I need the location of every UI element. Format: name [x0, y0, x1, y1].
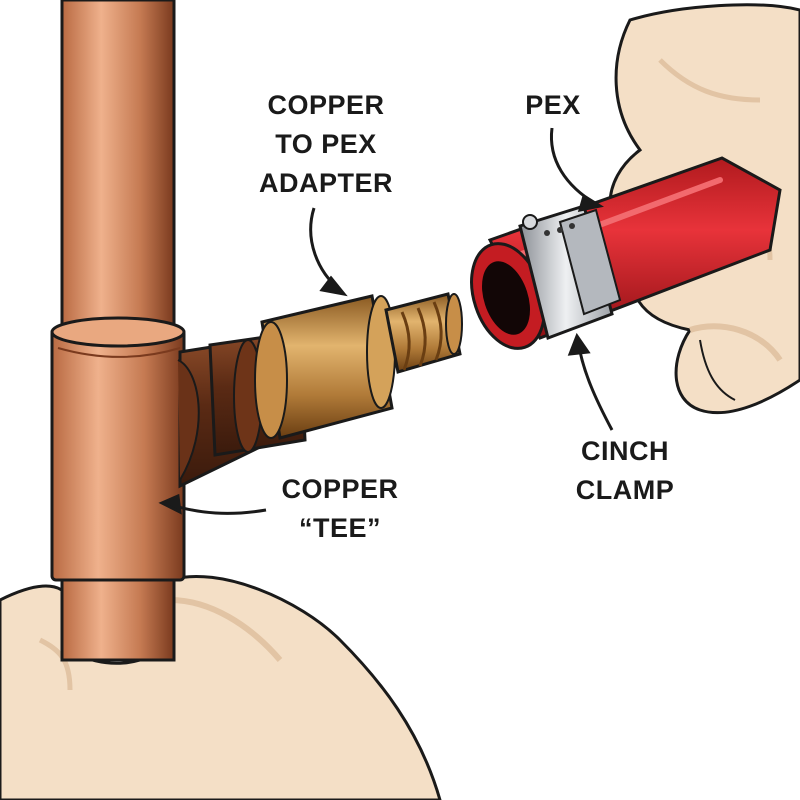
copper-tee-label: COPPER “TEE”	[270, 470, 410, 548]
pex-arrow	[549, 127, 597, 206]
clamp-label-line-1: CINCH	[581, 436, 669, 466]
copper-to-pex-adapter-label: COPPER TO PEX ADAPTER	[236, 86, 416, 203]
leader-arrows	[158, 127, 614, 515]
copper-to-pex-adapter	[254, 292, 463, 440]
tee-label-line-2: “TEE”	[298, 513, 381, 543]
adapter-label-line-3: ADAPTER	[258, 168, 393, 198]
lower-hand	[0, 575, 442, 800]
pex-label-line-1: PEX	[525, 90, 581, 120]
cinch-clamp	[518, 204, 622, 340]
adapter-arrow	[309, 207, 341, 292]
tee-label-line-1: COPPER	[281, 474, 399, 504]
adapter-label-line-1: COPPER	[267, 90, 385, 120]
adapter-label-line-2: TO PEX	[275, 129, 377, 159]
pex-label: PEX	[508, 86, 598, 125]
cinch-clamp-label: CINCH CLAMP	[550, 432, 700, 510]
clamp-label-line-2: CLAMP	[575, 475, 675, 505]
